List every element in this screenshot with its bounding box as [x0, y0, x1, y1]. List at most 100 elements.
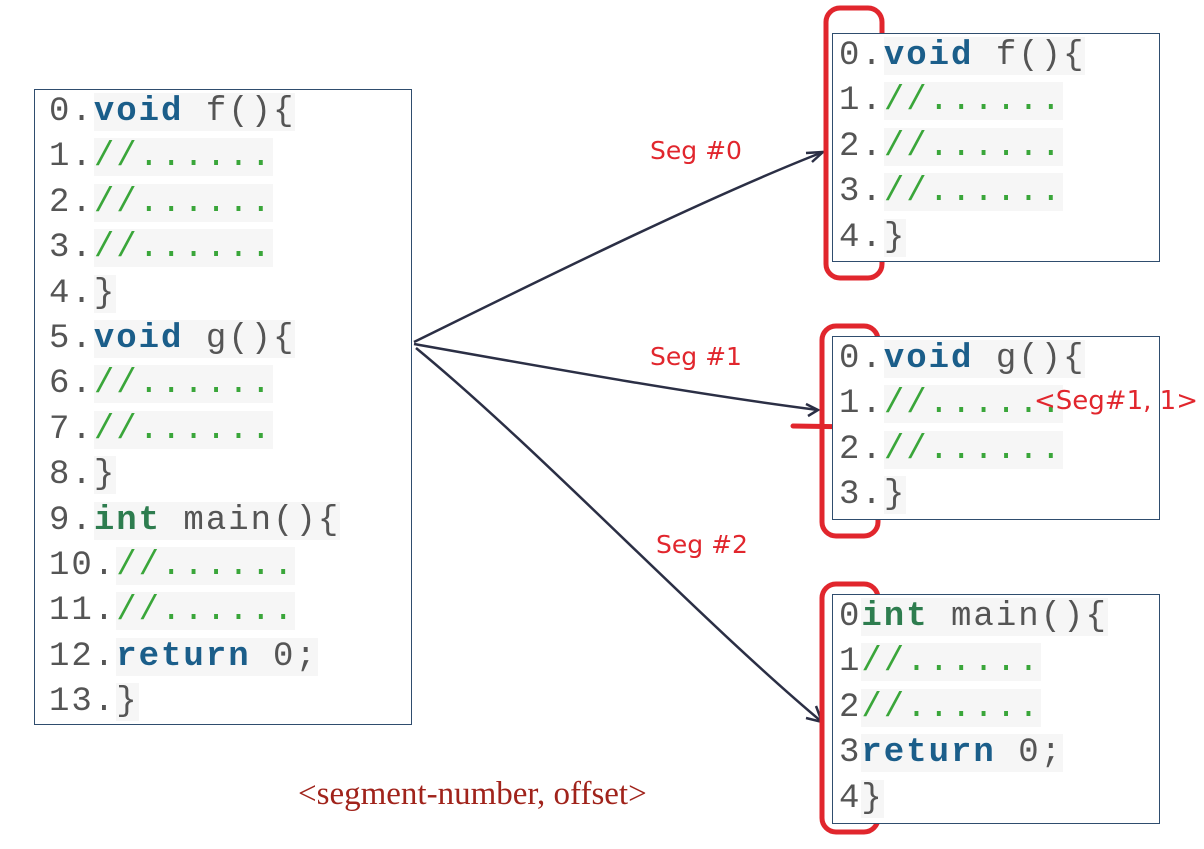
line-number: 12.: [49, 637, 117, 676]
code-token: main(){: [161, 501, 341, 540]
code-token: g(){: [973, 340, 1086, 378]
source-line: 13.}: [49, 680, 340, 725]
line-code: }: [883, 476, 907, 515]
comment-token: //......: [883, 127, 1064, 166]
segment-1-line: 3.}: [839, 473, 1085, 518]
code-token: 0;: [250, 637, 318, 676]
line-number: 3.: [839, 173, 884, 212]
code-token: main(){: [928, 598, 1108, 636]
code-token: f(){: [183, 93, 296, 131]
arrow-to-seg-1: [413, 342, 819, 412]
segment-2-line: 3return 0;: [839, 731, 1108, 776]
line-code: //......: [93, 410, 274, 449]
comment-token: //......: [93, 183, 274, 222]
line-number: 0.: [839, 340, 884, 378]
keyword-token: void: [883, 37, 974, 75]
line-code: void f(){: [93, 93, 296, 131]
arrow-to-seg-2-head: [805, 705, 825, 724]
line-code: }: [116, 683, 139, 722]
line-number: 3.: [49, 229, 94, 268]
source-line: 7.//......: [49, 408, 340, 453]
source-line: 11.//......: [49, 589, 340, 634]
source-line: 5.void g(){: [49, 317, 340, 362]
segment-1-code: 0.void g(){1.//......2.//......3.}: [839, 337, 1086, 519]
line-code: void f(){: [883, 37, 1086, 75]
comment-token: //......: [883, 82, 1064, 121]
comment-token: //......: [883, 385, 1064, 424]
seg-0-label: Seg #0: [650, 136, 742, 165]
seg-2-label: Seg #2: [656, 530, 748, 559]
line-number: 10.: [49, 546, 117, 585]
line-number: 2.: [49, 183, 94, 222]
arrow-to-seg-2: [415, 347, 823, 723]
line-number: 1.: [839, 82, 884, 121]
line-number: 11.: [49, 592, 117, 631]
code-token: }: [861, 779, 884, 818]
source-line: 3.//......: [49, 226, 340, 271]
code-token: }: [116, 683, 139, 722]
source-line: 1.//......: [49, 135, 340, 180]
line-number: 0.: [49, 93, 94, 131]
line-code: //......: [883, 430, 1064, 469]
line-code: }: [883, 218, 907, 257]
segment-1-line: 1.//......: [839, 382, 1085, 427]
source-line: 10.//......: [49, 544, 340, 589]
segment-1-line: 0.void g(){: [839, 337, 1086, 382]
comment-token: //......: [93, 410, 274, 449]
segment-0-line: 4.}: [839, 216, 1085, 261]
segment-2-code: 0int main(){1//......2//......3return 0;…: [839, 595, 1108, 822]
comment-token: //......: [883, 173, 1064, 212]
segment-2-line: 2//......: [839, 686, 1108, 731]
segment-2-panel: 0int main(){1//......2//......3return 0;…: [832, 594, 1160, 824]
segment-2-line: 0int main(){: [839, 595, 1108, 640]
line-code: //......: [883, 82, 1064, 121]
segment-0-line: 0.void f(){: [839, 34, 1086, 79]
line-number: 7.: [49, 410, 94, 449]
segment-2-line: 4}: [839, 777, 1108, 822]
keyword-token: void: [883, 340, 974, 378]
line-code: void g(){: [93, 319, 296, 358]
line-number: 1.: [49, 138, 94, 177]
line-number: 1.: [839, 385, 884, 424]
code-token: g(){: [183, 319, 296, 358]
code-token: }: [93, 274, 117, 313]
line-code: }: [93, 456, 117, 495]
source-line: 12.return 0;: [49, 635, 340, 680]
line-number: 4.: [839, 218, 884, 257]
line-number: 4: [839, 779, 862, 818]
keyword-token: return: [861, 734, 996, 773]
line-code: //......: [93, 138, 274, 177]
line-code: //......: [93, 229, 274, 268]
comment-token: //......: [883, 430, 1064, 469]
keyword-token: int: [861, 598, 929, 636]
line-code: //......: [116, 592, 296, 631]
line-number: 9.: [49, 501, 94, 540]
code-token: 0;: [995, 734, 1064, 773]
comment-token: //......: [93, 138, 274, 177]
segment-0-line: 2.//......: [839, 125, 1085, 170]
source-line: 2.//......: [49, 181, 340, 226]
comment-token: //......: [93, 229, 274, 268]
line-code: //......: [861, 688, 1041, 727]
code-token: }: [883, 476, 907, 515]
line-number: 2.: [839, 430, 884, 469]
segment-0-code: 0.void f(){1.//......2.//......3.//.....…: [839, 34, 1086, 261]
caption: <segment-number, offset>: [298, 776, 647, 812]
line-number: 3: [839, 734, 862, 773]
comment-token: //......: [93, 365, 274, 404]
source-line: 6.//......: [49, 362, 340, 407]
line-number: 5.: [49, 319, 94, 358]
code-token: }: [883, 218, 907, 257]
segment-1-panel: 0.void g(){1.//......2.//......3.}: [832, 336, 1160, 520]
line-number: 8.: [49, 456, 94, 495]
line-code: int main(){: [861, 598, 1108, 636]
seg-1-label: Seg #1: [650, 342, 742, 371]
line-number: 0: [839, 598, 862, 636]
line-number: 4.: [49, 274, 94, 313]
line-code: }: [93, 274, 117, 313]
line-code: void g(){: [883, 340, 1086, 378]
line-number: 13.: [49, 683, 117, 722]
address-label: <Seg#1, 1>: [1034, 386, 1198, 416]
line-code: //......: [93, 183, 274, 222]
